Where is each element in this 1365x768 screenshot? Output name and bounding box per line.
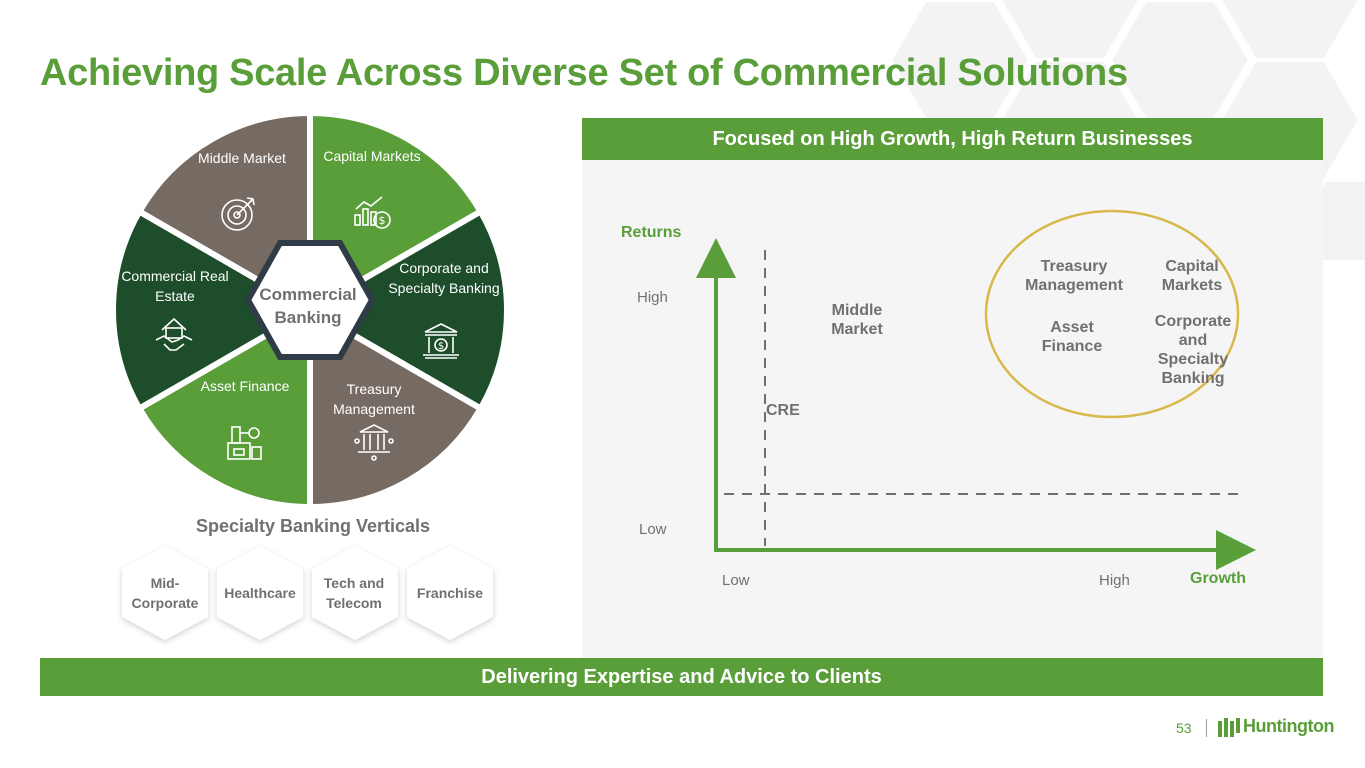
hex-franchise: [407, 546, 493, 640]
target-icon: [221, 197, 255, 231]
svg-text:$: $: [438, 341, 444, 352]
y-high-label: High: [637, 289, 668, 306]
center-hexagon: [244, 240, 376, 360]
capital-markets-label: Capital Markets: [1161, 258, 1223, 294]
focus-circle: [984, 209, 1240, 419]
middle-market-label: Middle Market: [831, 302, 883, 338]
treasury-label: Treasury Management: [1025, 258, 1123, 294]
vertical-tech-telecom: Tech and Telecom: [323, 575, 385, 611]
cre-label: CRE: [766, 402, 800, 419]
segment-corporate-specialty: [304, 207, 510, 413]
house-handshake-icon: [155, 317, 193, 351]
asset-finance-label: Asset Finance: [1041, 319, 1103, 355]
vertical-mid-corporate: Mid-Corporate: [131, 575, 199, 611]
equipment-icon: [227, 426, 262, 460]
commercial-banking-wheel: [110, 110, 510, 510]
segment-treasury: [307, 304, 485, 510]
chart-dollar-icon: $: [354, 196, 391, 229]
center-label: Commercial Banking: [259, 285, 357, 327]
hex-mid-corporate: [122, 546, 208, 640]
page-title: Achieving Scale Across Diverse Set of Co…: [40, 52, 1128, 94]
x-high-label: High: [1099, 572, 1130, 589]
brand-name: Huntington: [1243, 716, 1334, 736]
label-corporate-specialty: Corporate and Specialty Banking: [388, 260, 500, 296]
vertical-healthcare: Healthcare: [224, 585, 296, 601]
svg-text:$: $: [379, 214, 386, 227]
hex-tech-telecom: [312, 546, 398, 640]
corporate-specialty-label: Corporate and Specialty Banking: [1154, 313, 1232, 387]
bank-dollar-icon: $: [423, 323, 459, 359]
label-middle-market: Middle Market: [198, 150, 286, 166]
hex-healthcare: [217, 546, 303, 640]
label-asset-finance: Asset Finance: [200, 378, 290, 394]
label-treasury: Treasury Management: [333, 381, 415, 417]
returns-growth-chart: [696, 209, 1256, 570]
y-low-label: Low: [639, 521, 667, 538]
segment-asset-finance: [135, 304, 313, 510]
bank-network-icon: [354, 424, 394, 461]
label-capital-markets: Capital Markets: [323, 148, 421, 164]
huntington-logo-icon: [1218, 718, 1240, 737]
verticals-hexagons: [122, 546, 493, 640]
x-axis-title: Growth: [1190, 570, 1246, 587]
footer-banner: Delivering Expertise and Advice to Clien…: [40, 658, 1323, 696]
x-low-label: Low: [722, 572, 750, 589]
label-commercial-real-estate: Commercial Real Estate: [121, 268, 229, 304]
panel-header: Focused on High Growth, High Return Busi…: [582, 118, 1323, 160]
segment-commercial-real-estate: [110, 207, 316, 413]
footer-separator: [1206, 719, 1207, 737]
vertical-franchise: Franchise: [416, 585, 484, 601]
verticals-title: Specialty Banking Verticals: [195, 516, 431, 536]
y-axis-title: Returns: [621, 224, 682, 241]
page-number: 53: [1176, 720, 1192, 736]
